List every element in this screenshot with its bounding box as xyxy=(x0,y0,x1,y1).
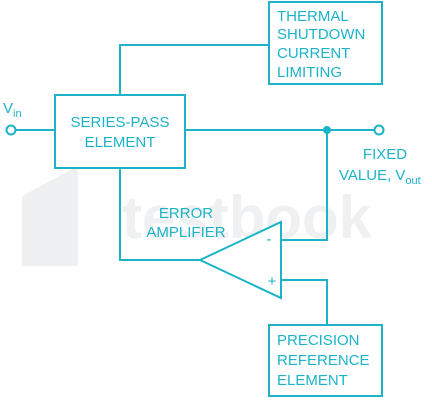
input-terminal-icon xyxy=(5,124,17,136)
thermal-label-line1: THERMAL xyxy=(277,8,349,25)
reference-label-line1: PRECISION xyxy=(277,332,360,349)
error-amp-label-line1: ERROR xyxy=(159,205,213,222)
watermark-logo-icon xyxy=(22,166,78,266)
input-label: Vin xyxy=(3,100,22,120)
series-pass-label-line2: ELEMENT xyxy=(85,134,156,151)
output-label-line1: FIXED xyxy=(363,146,407,163)
inverting-input-sign: - xyxy=(267,231,272,248)
output-terminal-icon xyxy=(373,124,385,136)
reference-wire xyxy=(281,279,328,325)
reference-label-line3: ELEMENT xyxy=(277,372,348,389)
precision-reference-box xyxy=(268,324,383,397)
thermal-feedback-wire xyxy=(119,44,269,95)
wires xyxy=(15,44,374,325)
thermal-shutdown-box xyxy=(268,1,383,85)
thermal-label-line2: SHUTDOWN xyxy=(277,26,365,43)
thermal-label-line3: CURRENT xyxy=(277,45,350,62)
amp-output-wire xyxy=(119,168,200,261)
series-pass-box xyxy=(54,94,186,169)
series-pass-label-line1: SERIES-PASS xyxy=(71,114,170,131)
error-amplifier-triangle-icon xyxy=(197,220,282,300)
sense-wire xyxy=(281,130,328,241)
thermal-label-line4: LIMITING xyxy=(277,64,342,81)
reference-label-line2: REFERENCE xyxy=(277,352,370,369)
watermark: testbook xyxy=(22,166,373,266)
noninverting-input-sign: + xyxy=(268,273,277,290)
error-amp-label-line2: AMPLIFIER xyxy=(146,224,225,241)
output-label-line2: VALUE, Vout xyxy=(339,167,421,187)
junction-dot-icon xyxy=(323,126,331,134)
